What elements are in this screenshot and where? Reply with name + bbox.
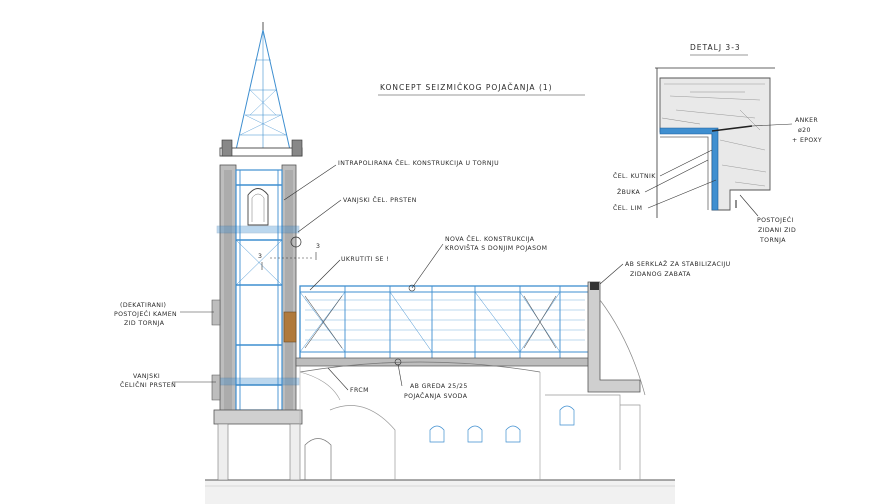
detail-label-postojeci: POSTOJEĆI: [757, 215, 794, 224]
detail-anchor: [711, 125, 753, 132]
label-vanjski-celicni-2: ČELIČNI PRSTEN: [120, 380, 176, 389]
detail-label-cel-lim: ČEL. LIM: [613, 203, 642, 212]
label-nova-cel-konstrukcija-2: KROVIŠTA S DONJIM POJASOM: [445, 243, 547, 252]
label-ukrutiti: UKRUTITI SE !: [341, 256, 389, 263]
label-vanjski-cel-prsten: VANJSKI ČEL. PRSTEN: [343, 195, 417, 204]
nave-windows: [429, 405, 575, 443]
nave-gable-wall: [587, 281, 641, 393]
drawing-title: KONCEPT SEIZMIČKOG POJAČANJA (1): [378, 83, 585, 96]
label-ab-serklaz-2: ZIDANOG ZABATA: [630, 271, 691, 278]
detail-3-3: DETALJ 3-3 ANKER ø20 + EPOXY ČEL. KUTNIK…: [613, 43, 822, 244]
label-ab-greda-1: AB GREDA 25/25: [410, 383, 468, 390]
label-dekatirani-3: ZID TORNJA: [124, 320, 165, 327]
ground: [205, 479, 675, 504]
label-frcm: FRCM: [350, 387, 369, 394]
bell-tower: 3 3: [211, 22, 332, 481]
nave: [295, 281, 646, 480]
label-dekatirani-2: POSTOJEĆI KAMEN: [114, 309, 177, 318]
detail-label-zidani-zid: ZIDANI ZID: [758, 227, 796, 234]
nave-vault: [299, 361, 541, 373]
detail-label-anker-dia: ø20: [798, 127, 811, 134]
annotations: INTRAPOLIRANA ČEL. KONSTRUKCIJA U TORNJU…: [114, 158, 731, 400]
label-ab-serklaz-1: AB SERKLAŽ ZA STABILIZACIJU: [625, 259, 731, 268]
detail-title: DETALJ 3-3: [690, 43, 741, 52]
detail-label-zbuka: ŽBUKA: [617, 187, 641, 196]
label-ab-greda-2: POJAČANJA SVODA: [404, 391, 468, 400]
label-intrapolirana: INTRAPOLIRANA ČEL. KONSTRUKCIJA U TORNJU: [338, 158, 499, 167]
section-mark-right: 3: [316, 243, 320, 250]
label-vanjski-celicni-1: VANJSKI: [133, 373, 160, 380]
concept-title: KONCEPT SEIZMIČKOG POJAČANJA (1): [380, 83, 553, 92]
section-mark-left: 3: [258, 253, 262, 260]
detail-label-tornja: TORNJA: [759, 237, 786, 244]
detail-label-epoxy: + EPOXY: [792, 137, 822, 144]
outer-steel-ring-lower: [216, 377, 300, 386]
detail-label-cel-kutnik: ČEL. KUTNIK: [613, 171, 656, 180]
tower-timber-element: [283, 311, 297, 343]
label-nova-cel-konstrukcija-1: NOVA ČEL. KONSTRUKCIJA: [445, 234, 535, 243]
detail-steel-angle: [659, 127, 719, 211]
label-dekatirani-1: (DEKATIRANI): [120, 302, 166, 309]
ab-beam-vault: [295, 357, 597, 367]
outer-steel-ring-upper: [216, 225, 300, 234]
detail-label-anker: ANKER: [795, 117, 818, 124]
nave-roof-steel-structure: [299, 285, 591, 361]
